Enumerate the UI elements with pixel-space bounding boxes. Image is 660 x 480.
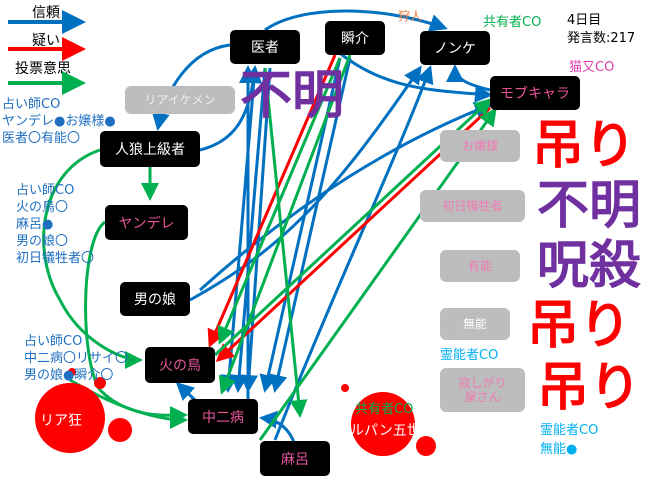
- dead-player-yuno[interactable]: 有能: [440, 250, 520, 282]
- dead-player-ojousama[interactable]: お嬢様: [440, 130, 520, 162]
- verdict-yuno: 呪殺: [537, 236, 642, 296]
- blood-splat-decorations: [35, 368, 436, 456]
- label-medium-co-2: 霊能者CO 無能●: [540, 423, 599, 457]
- node-isha[interactable]: 医者: [230, 30, 300, 64]
- node-chuni[interactable]: 中二病: [188, 399, 258, 434]
- label-medium-co-1: 霊能者CO: [440, 348, 499, 363]
- seer-note-2: 占い師CO 火の鳥〇 麻呂● 男の娘〇 初日犠牲者〇: [16, 183, 95, 266]
- node-maro[interactable]: 麻呂: [260, 441, 330, 476]
- node-otokonoko[interactable]: 男の娘: [120, 282, 190, 316]
- verdict-ikemen: 不明: [240, 66, 345, 126]
- legend-vote-label: 投票意思: [15, 61, 71, 77]
- seer-note-3: 占い師CO 中二病〇リサイ〇 男の娘●瞬介〇: [24, 334, 129, 383]
- node-yandere[interactable]: ヤンデレ: [105, 205, 188, 240]
- verdict-ojousama: 吊り: [532, 116, 637, 176]
- node-nonke[interactable]: ノンケ: [420, 31, 490, 65]
- dead-player-riakyo[interactable]: リア狂: [40, 413, 82, 429]
- verdict-shonichi: 不明: [537, 176, 642, 236]
- legend-doubt-label: 疑い: [32, 33, 60, 49]
- dead-player-muno[interactable]: 無能: [440, 308, 510, 340]
- node-hinotori[interactable]: 火の鳥: [145, 347, 215, 383]
- label-mason-co-lupin: 共有者CO: [355, 402, 414, 417]
- day-label: 4日目: [567, 13, 602, 28]
- dead-player-shonichi[interactable]: 初日犠牲者: [420, 190, 525, 222]
- verdict-samishigari: 吊り: [537, 358, 642, 418]
- dead-player-lupin[interactable]: ルパン五世: [350, 423, 421, 439]
- legend-trust-label: 信頼: [32, 5, 60, 21]
- node-shunsuke[interactable]: 瞬介: [325, 21, 385, 55]
- label-hunter: 狩人: [398, 9, 423, 23]
- seer-note-1: 占い師CO ヤンデレ●お嬢様● 医者〇有能〇: [2, 97, 116, 146]
- verdict-muno: 吊り: [527, 296, 632, 356]
- dead-player-samishigari[interactable]: 寂しがり 屋さん: [440, 368, 525, 412]
- post-count: 発言数:217: [567, 31, 636, 46]
- dead-player-ikemen[interactable]: リアイケメン: [125, 86, 235, 114]
- legend-arrows: [8, 10, 86, 95]
- node-jinro[interactable]: 人狼上級者: [100, 131, 200, 167]
- label-nekomata-co: 猫又CO: [569, 60, 615, 75]
- node-mob[interactable]: モブキャラ: [490, 76, 580, 110]
- label-mason-co: 共有者CO: [483, 15, 542, 30]
